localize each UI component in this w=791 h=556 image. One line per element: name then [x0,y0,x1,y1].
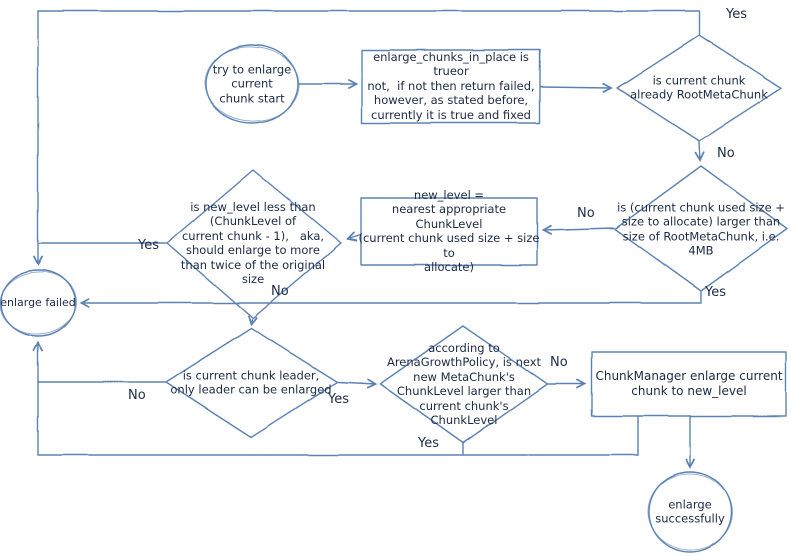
enlarge-failed-node-ghost [0,271,77,335]
edge-leader-no-to-fail [32,341,166,383]
edge-leader-yes-to-policy [337,378,377,389]
is-root-diamond [616,34,782,142]
edge-toolarge-no-to-newlevel [541,224,615,235]
enlarge-failed-node-shape [0,269,76,337]
edge-bottom-return-run [37,380,639,456]
new-level-box [360,197,538,266]
edge-isroot-no-to-toolarge [694,141,705,162]
success-node-shape [648,471,732,553]
growth-policy-diamond [379,325,548,444]
edge-isroot-yes-to-fail [32,10,700,266]
edge-double-no-to-leader [247,314,258,326]
chunk-manager-enlarge-box [591,351,787,417]
edge-newlevel-to-doublecheck [346,231,362,242]
enlarge-in-place-box [361,49,541,124]
double-size-diamond [166,169,342,319]
too-large-diamond [614,165,788,292]
leader-diamond [165,327,338,438]
edge-toolarge-yes-to-fail [79,291,702,309]
start-node-shape-ghost [204,46,300,122]
success-node-ghost [647,473,733,551]
edge-inplace-to-isroot [540,82,613,94]
